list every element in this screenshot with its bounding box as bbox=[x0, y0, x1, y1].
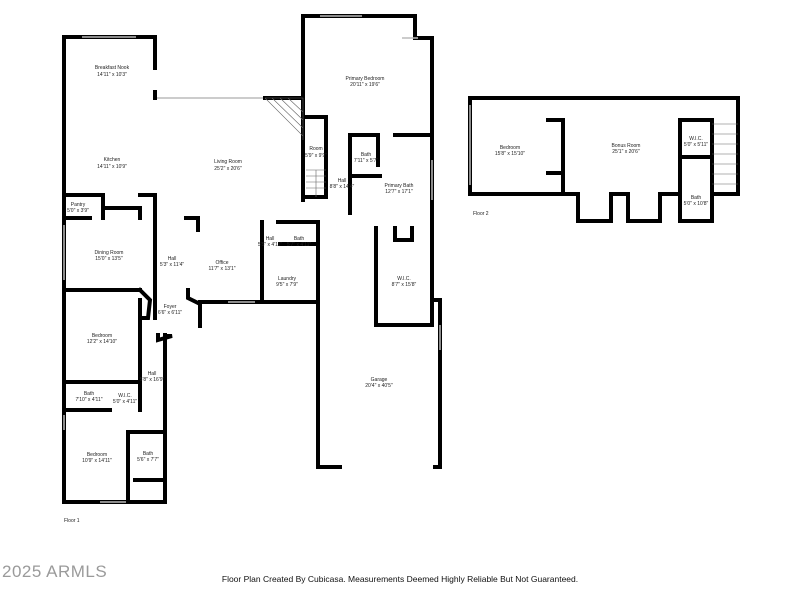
svg-text:25'1" x 20'6": 25'1" x 20'6" bbox=[612, 149, 640, 155]
svg-text:Breakfast Nook: Breakfast Nook bbox=[95, 65, 130, 71]
svg-text:5'6" x 7'7": 5'6" x 7'7" bbox=[137, 457, 159, 463]
svg-text:Garage: Garage bbox=[371, 377, 388, 383]
svg-text:5'5" x 4'11": 5'5" x 4'11" bbox=[258, 242, 282, 248]
svg-text:14'11" x 10'3": 14'11" x 10'3" bbox=[97, 72, 127, 78]
svg-text:5'0" x 5'11": 5'0" x 5'11" bbox=[684, 142, 708, 148]
svg-text:Hall: Hall bbox=[266, 236, 275, 242]
svg-text:20'4" x 40'5": 20'4" x 40'5" bbox=[365, 383, 393, 389]
floor1-label: Floor 1 bbox=[64, 518, 80, 524]
floor2-label: Floor 2 bbox=[473, 211, 489, 217]
svg-text:5'0" x 4'11": 5'0" x 4'11" bbox=[113, 399, 137, 405]
svg-text:5'8" x 16'9": 5'8" x 16'9" bbox=[140, 377, 165, 383]
svg-text:9'5" x 7'9": 9'5" x 7'9" bbox=[276, 282, 298, 288]
disclaimer-caption: Floor Plan Created By Cubicasa. Measurem… bbox=[221, 574, 579, 584]
svg-text:8'7" x 15'8": 8'7" x 15'8" bbox=[392, 282, 417, 288]
svg-text:Bedroom: Bedroom bbox=[500, 145, 520, 151]
svg-text:5'7" x 4'11": 5'7" x 4'11" bbox=[287, 242, 311, 248]
svg-text:Primary Bath: Primary Bath bbox=[385, 183, 414, 189]
svg-text:W.I.C.: W.I.C. bbox=[118, 393, 132, 399]
svg-text:25'2" x 20'6": 25'2" x 20'6" bbox=[214, 166, 242, 172]
svg-text:15'8" x 15'10": 15'8" x 15'10" bbox=[495, 151, 525, 157]
svg-text:Kitchen: Kitchen bbox=[104, 157, 121, 163]
floor1-staircase bbox=[264, 97, 326, 197]
svg-text:15'0" x 13'5": 15'0" x 13'5" bbox=[95, 256, 123, 262]
svg-text:5'0" x 10'8": 5'0" x 10'8" bbox=[684, 201, 709, 207]
svg-text:Foyer: Foyer bbox=[164, 304, 177, 310]
svg-text:Office: Office bbox=[216, 260, 229, 266]
svg-text:Bedroom: Bedroom bbox=[87, 452, 107, 458]
svg-text:8'8" x 14'4": 8'8" x 14'4" bbox=[330, 184, 355, 190]
svg-text:Bonus Room: Bonus Room bbox=[612, 143, 641, 149]
svg-text:W.I.C.: W.I.C. bbox=[397, 276, 411, 282]
svg-text:Pantry: Pantry bbox=[71, 202, 86, 208]
svg-text:5'3" x 11'4": 5'3" x 11'4" bbox=[160, 262, 184, 268]
svg-text:Dining Room: Dining Room bbox=[95, 250, 124, 256]
svg-text:Room: Room bbox=[309, 146, 322, 152]
svg-text:Hall: Hall bbox=[338, 178, 347, 184]
room-wic: W.I.C.8'7" x 15'8" bbox=[392, 276, 417, 288]
svg-text:12'7" x 17'1": 12'7" x 17'1" bbox=[385, 189, 413, 195]
svg-text:11'7" x 13'1": 11'7" x 13'1" bbox=[208, 266, 235, 272]
svg-text:7'11" x 5'7": 7'11" x 5'7" bbox=[354, 158, 378, 164]
svg-text:5'9" x 9'9": 5'9" x 9'9" bbox=[305, 153, 327, 159]
svg-text:Bath: Bath bbox=[143, 451, 154, 457]
svg-text:7'10" x 4'11": 7'10" x 4'11" bbox=[75, 397, 102, 403]
svg-text:12'2" x 14'10": 12'2" x 14'10" bbox=[87, 339, 117, 345]
svg-text:14'11" x 10'9": 14'11" x 10'9" bbox=[97, 164, 127, 170]
svg-text:Hall: Hall bbox=[168, 256, 177, 262]
room-wic: W.I.C.5'0" x 4'11" bbox=[113, 393, 137, 405]
svg-text:Laundry: Laundry bbox=[278, 276, 297, 282]
svg-text:Hall: Hall bbox=[148, 371, 157, 377]
svg-text:Bath: Bath bbox=[294, 236, 305, 242]
svg-text:Bath: Bath bbox=[691, 195, 702, 201]
svg-text:20'11" x 19'6": 20'11" x 19'6" bbox=[350, 82, 380, 88]
svg-text:Bath: Bath bbox=[84, 391, 95, 397]
floor1-walls bbox=[62, 14, 442, 504]
room-wic: W.I.C.5'0" x 5'11" bbox=[684, 136, 708, 148]
svg-text:W.I.C.: W.I.C. bbox=[689, 136, 703, 142]
floor2-staircase bbox=[712, 123, 738, 185]
watermark-logo: 2025 ARMLS bbox=[2, 562, 108, 581]
svg-text:Bedroom: Bedroom bbox=[92, 333, 112, 339]
svg-text:Living Room: Living Room bbox=[214, 159, 242, 165]
svg-text:Bath: Bath bbox=[361, 152, 372, 158]
svg-text:6'6" x 6'11": 6'6" x 6'11" bbox=[158, 310, 182, 316]
svg-text:5'0" x 3'9": 5'0" x 3'9" bbox=[67, 208, 89, 214]
svg-text:Primary Bedroom: Primary Bedroom bbox=[346, 76, 385, 82]
floor2-walls bbox=[468, 96, 740, 223]
svg-text:10'9" x 14'11": 10'9" x 14'11" bbox=[82, 458, 112, 464]
